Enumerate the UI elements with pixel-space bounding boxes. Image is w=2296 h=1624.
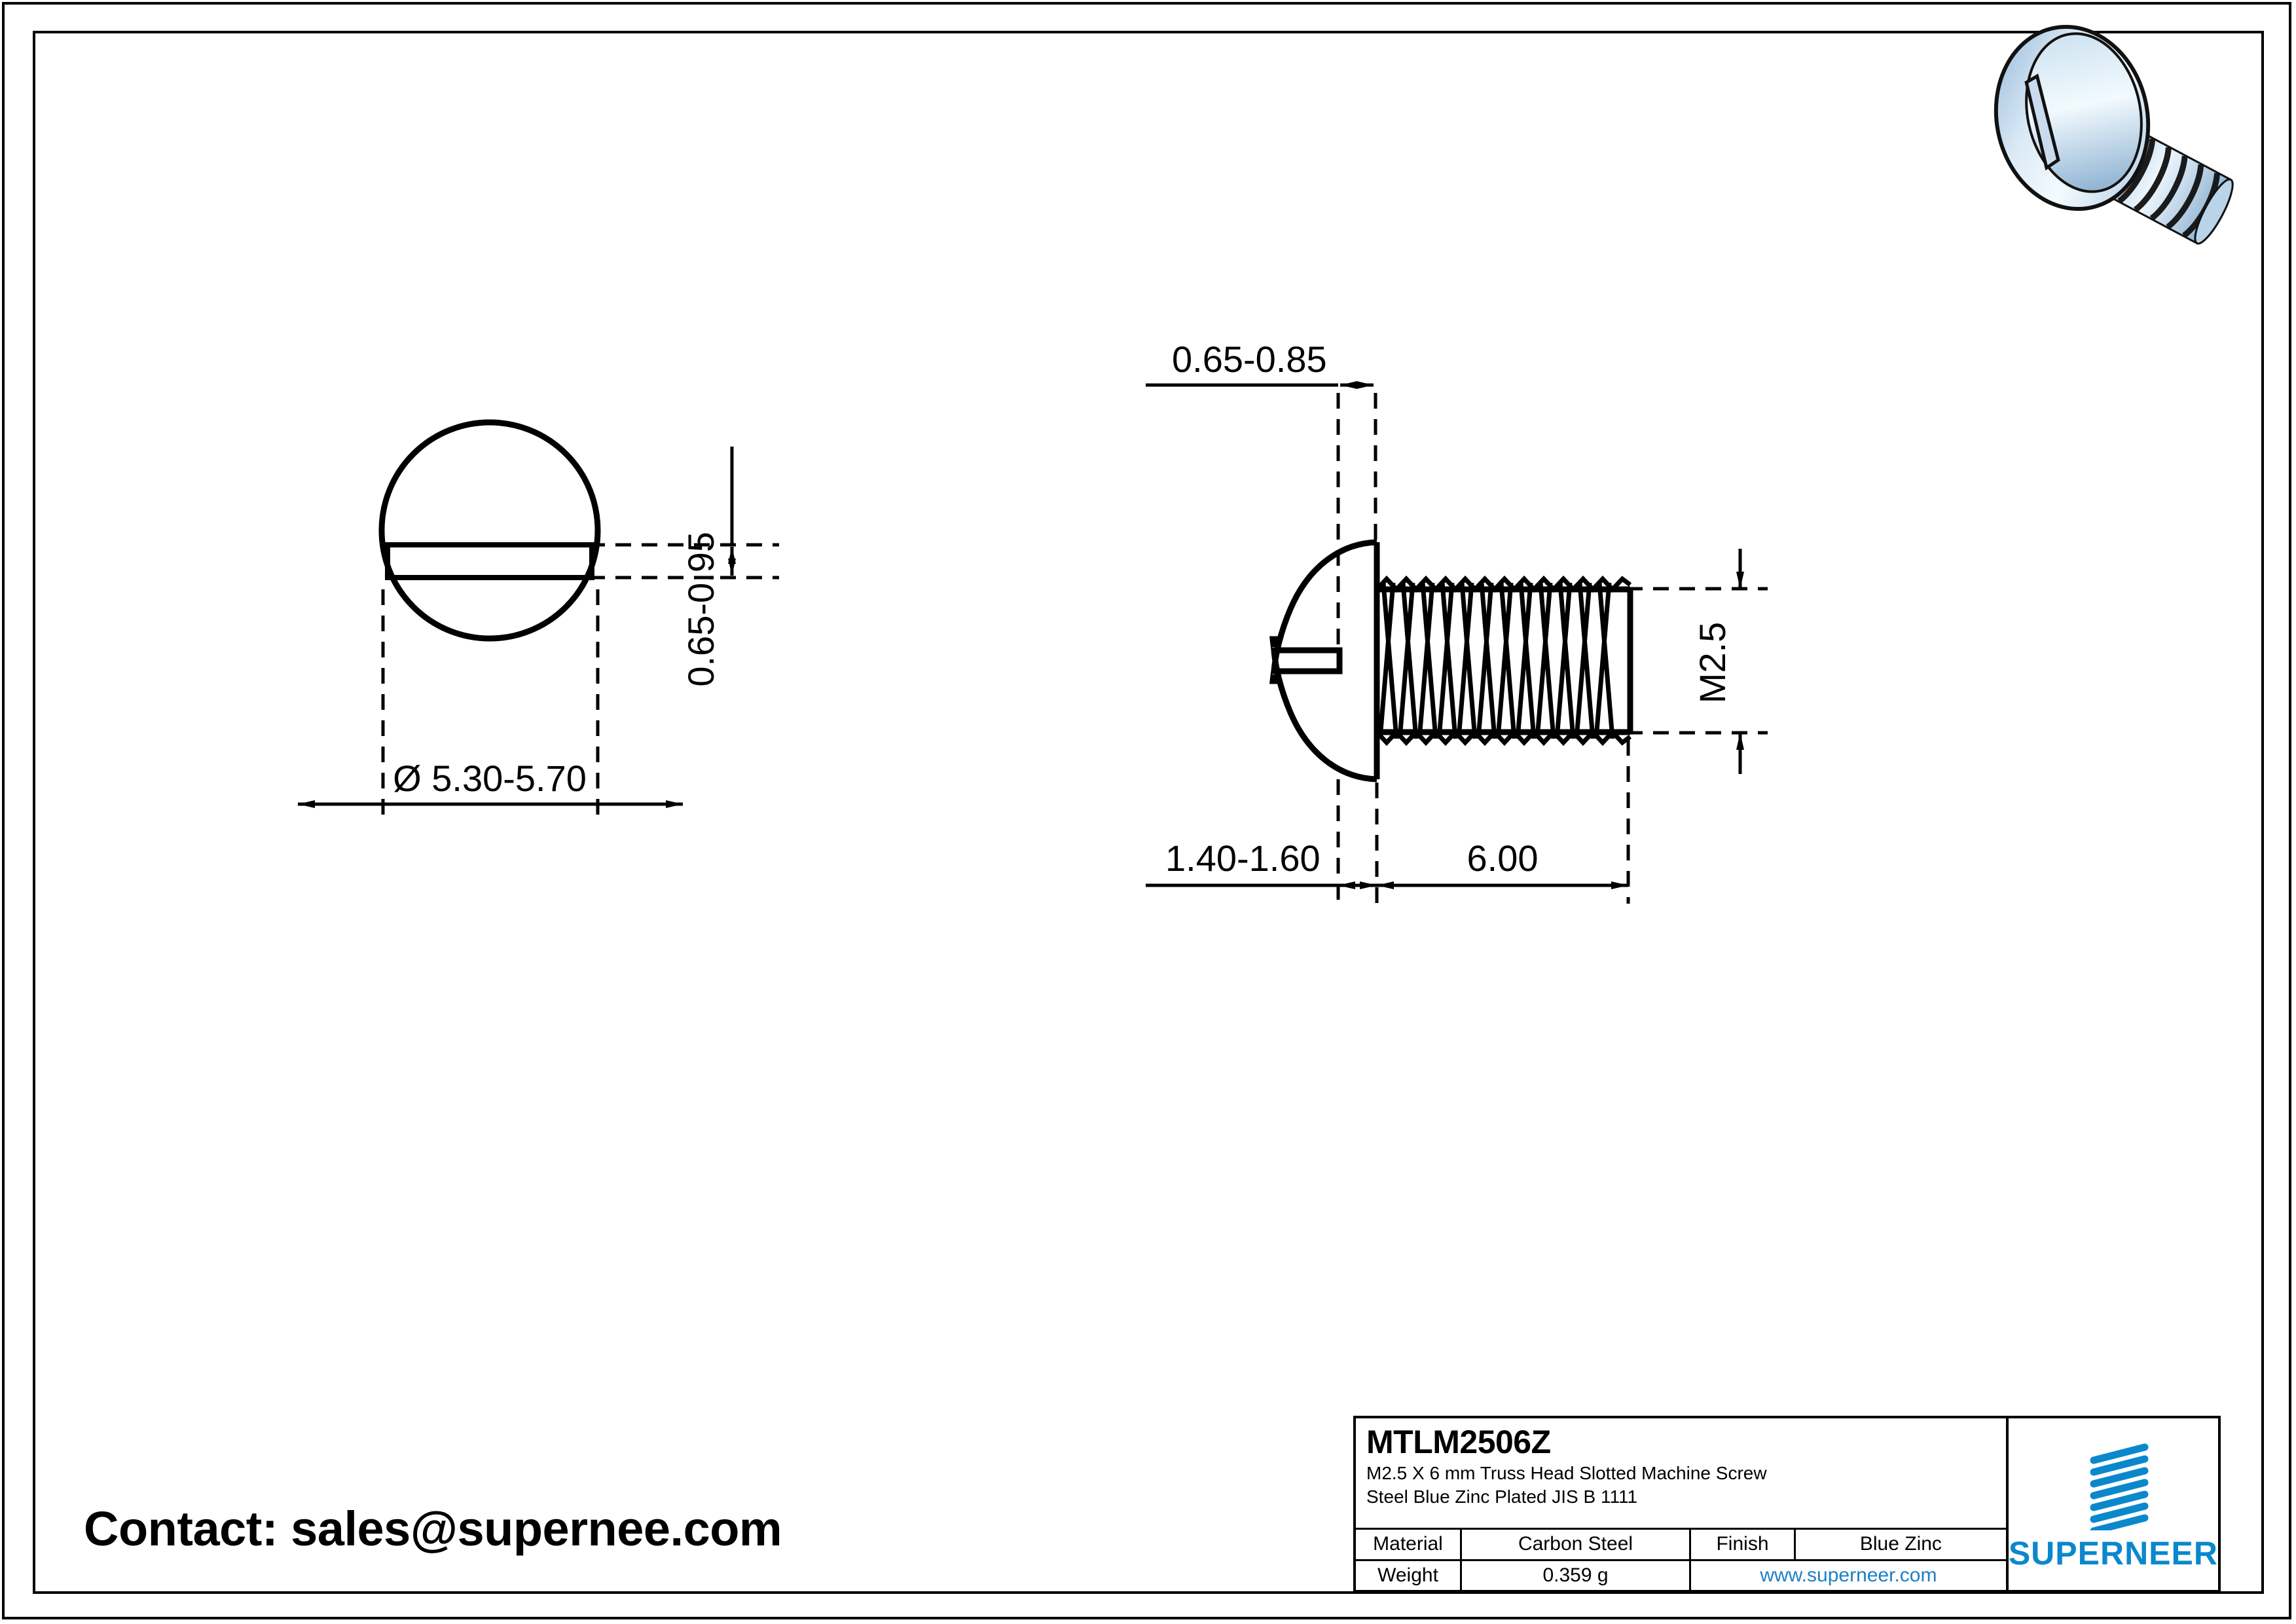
dim-head-height-label: 1.40-1.60 <box>1165 838 1321 879</box>
spec-row-material: Material Carbon Steel Finish Blue Zinc <box>1356 1530 2006 1561</box>
material-value: Carbon Steel <box>1462 1530 1691 1559</box>
head-slot-rect <box>385 542 594 580</box>
dim-thread-size-label: M2.5 <box>1692 622 1733 704</box>
superneer-logo-icon <box>2074 1442 2153 1534</box>
weight-value: 0.359 g <box>1462 1560 1691 1590</box>
finish-value: Blue Zinc <box>1859 1533 1942 1555</box>
description-line-1: M2.5 X 6 mm Truss Head Slotted Machine S… <box>1366 1463 1767 1483</box>
description-line-2: Steel Blue Zinc Plated JIS B 1111 <box>1366 1486 1638 1507</box>
material-label: Material <box>1356 1530 1462 1559</box>
head-fill-mask <box>1272 542 1377 779</box>
weight-label: Weight <box>1356 1560 1462 1590</box>
contact-line: Contact: sales@supernee.com <box>84 1502 782 1556</box>
website-link[interactable]: www.superneer.com <box>1760 1564 1937 1586</box>
dim-slot-depth-label: 0.65-0.85 <box>1172 339 1327 380</box>
head-outline-circle <box>378 419 601 642</box>
title-block: MTLM2506Z M2.5 X 6 mm Truss Head Slotted… <box>1353 1416 2221 1593</box>
brand-block: SUPERNEER <box>2009 1418 2218 1590</box>
head-dome-and-slot <box>1271 539 1377 783</box>
spec-row-weight: Weight 0.359 g www.superneer.com <box>1356 1560 2006 1590</box>
title-block-description: MTLM2506Z M2.5 X 6 mm Truss Head Slotted… <box>1356 1418 2006 1530</box>
dim-slot-width-label: 0.65-0.95 <box>680 532 721 687</box>
screw-3d-body <box>1994 24 2234 245</box>
part-number: MTLM2506Z <box>1366 1424 1551 1460</box>
isometric-screw-render <box>1994 24 2234 245</box>
title-block-main: MTLM2506Z M2.5 X 6 mm Truss Head Slotted… <box>1356 1418 2009 1590</box>
dim-head-diameter-label: Ø 5.30-5.70 <box>393 758 587 799</box>
logo-bars-icon <box>2090 1443 2149 1534</box>
sheet-inner-border <box>33 31 2264 1594</box>
thread-pattern <box>1375 575 1632 747</box>
brand-wordmark: SUPERNEER <box>2008 1534 2218 1572</box>
screw-slot-3d <box>2024 73 2060 171</box>
finish-label: Finish <box>1691 1530 1796 1559</box>
dim-thread-length-label: 6.00 <box>1467 838 1539 879</box>
